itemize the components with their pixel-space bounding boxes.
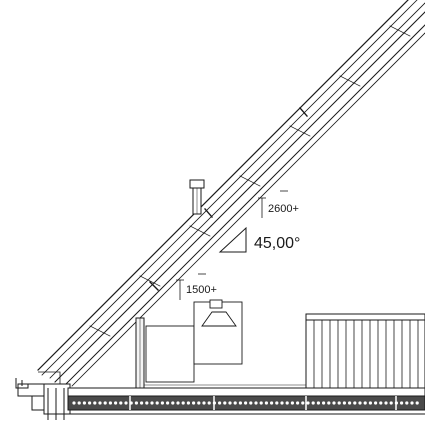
insulation-dot xyxy=(415,401,419,405)
insulation-dot xyxy=(322,401,326,405)
insulation-dot xyxy=(103,401,107,405)
height-label-1500: 1500+ xyxy=(186,284,217,296)
roof-slope xyxy=(37,0,425,387)
roof-pitch-label: 45,00° xyxy=(254,235,300,252)
radiator xyxy=(305,313,425,389)
insulation-dot xyxy=(114,401,118,405)
vent-pipe xyxy=(189,179,205,215)
insulation-dot xyxy=(160,401,164,405)
eave-gutter xyxy=(15,371,71,420)
storage-unit xyxy=(145,325,195,383)
insulation-dot xyxy=(296,401,300,405)
insulation-dot xyxy=(238,401,242,405)
height-mark-1500 xyxy=(176,273,206,300)
roof-batten-line xyxy=(49,2,425,379)
insulation-dot xyxy=(311,401,315,405)
insulation-dot xyxy=(389,401,393,405)
insulation-dot xyxy=(410,401,414,405)
insulation-dot xyxy=(259,401,263,405)
insulation-dot xyxy=(155,401,159,405)
roof-inner-lining xyxy=(71,32,425,387)
insulation-dot xyxy=(140,401,144,405)
insulation-dot xyxy=(363,401,367,405)
insulation-dot xyxy=(270,401,274,405)
insulation-dot xyxy=(218,401,222,405)
insulation-dot xyxy=(280,401,284,405)
roof-tile-seams xyxy=(89,25,411,337)
insulation-dot xyxy=(285,401,289,405)
insulation-dot xyxy=(316,401,320,405)
insulation-dot xyxy=(119,401,123,405)
insulation-dot xyxy=(72,401,76,405)
insulation-dot xyxy=(176,401,180,405)
insulation-dot xyxy=(145,401,149,405)
insulation-dot xyxy=(166,401,170,405)
roof-tile-line xyxy=(41,0,418,376)
boiler-flue xyxy=(201,311,237,327)
insulation-dot xyxy=(212,401,216,405)
appliance-units xyxy=(145,299,243,383)
roof-rafter-top xyxy=(54,11,425,383)
insulation-dot xyxy=(405,401,409,405)
insulation-dot xyxy=(233,401,237,405)
insulation-dot xyxy=(124,401,128,405)
knee-wall xyxy=(135,317,145,391)
insulation-dot xyxy=(88,401,92,405)
insulation-dot xyxy=(306,401,310,405)
insulation-dot xyxy=(207,401,211,405)
insulation-dot xyxy=(394,401,398,405)
insulation-dot xyxy=(223,401,227,405)
height-mark-2600 xyxy=(258,190,288,218)
insulation-dot xyxy=(228,401,232,405)
insulation-dot xyxy=(332,401,336,405)
insulation-dot xyxy=(379,401,383,405)
insulation-dot xyxy=(181,401,185,405)
insulation-dot xyxy=(342,401,346,405)
insulation-dot xyxy=(192,401,196,405)
insulation-dot xyxy=(327,401,331,405)
insulation-dot xyxy=(374,401,378,405)
insulation-dot xyxy=(202,401,206,405)
roof-rafter-bottom xyxy=(65,24,425,385)
insulation-dot xyxy=(264,401,268,405)
roof-outer-line xyxy=(37,0,409,371)
insulation-dot xyxy=(249,401,253,405)
insulation-dot xyxy=(301,401,305,405)
insulation-dot xyxy=(348,401,352,405)
insulation-dot xyxy=(186,401,190,405)
pitch-triangle xyxy=(218,226,247,253)
insulation-dot xyxy=(77,401,81,405)
insulation-dot xyxy=(337,401,341,405)
insulation-dots xyxy=(72,401,419,405)
insulation-dot xyxy=(82,401,86,405)
insulation-dot xyxy=(353,401,357,405)
insulation-dot xyxy=(384,401,388,405)
floor-slab xyxy=(67,387,425,415)
insulation-dot xyxy=(129,401,133,405)
insulation-dot xyxy=(244,401,248,405)
insulation-dot xyxy=(134,401,138,405)
insulation-dot xyxy=(150,401,154,405)
insulation-dot xyxy=(290,401,294,405)
height-label-2600: 2600+ xyxy=(268,203,299,215)
insulation-dot xyxy=(197,401,201,405)
insulation-dot xyxy=(368,401,372,405)
insulation-dot xyxy=(275,401,279,405)
insulation-dot xyxy=(98,401,102,405)
insulation-dot xyxy=(108,401,112,405)
insulation-dot xyxy=(400,401,404,405)
insulation-dot xyxy=(171,401,175,405)
insulation-dot xyxy=(254,401,258,405)
boiler-unit xyxy=(193,301,243,365)
insulation-dot xyxy=(93,401,97,405)
insulation-dot xyxy=(358,401,362,405)
